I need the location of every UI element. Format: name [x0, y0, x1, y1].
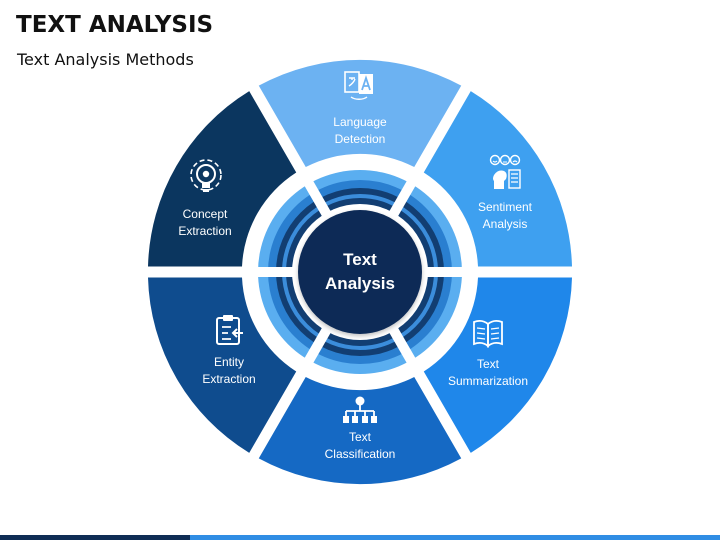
- page-subtitle: Text Analysis Methods: [17, 50, 194, 69]
- clipboard-icon: [216, 315, 243, 345]
- page-title: TEXT ANALYSIS: [16, 12, 214, 38]
- segment-label-entity-line1: Entity: [214, 355, 244, 369]
- center-label-line1: Text: [343, 250, 377, 269]
- lightbulb-gear-icon: [190, 159, 222, 192]
- segment-concept-extraction: [148, 91, 297, 267]
- bottom-bar-dark: [0, 535, 190, 540]
- segment-label-entity-line2: Extraction: [202, 372, 255, 386]
- segment-label-classification-line1: Text: [349, 430, 372, 444]
- center-label-line2: Analysis: [325, 274, 395, 293]
- inner-separator-4: [299, 324, 333, 372]
- bottom-bar-light: [190, 535, 720, 540]
- segment-language-detection: [258, 59, 462, 168]
- segment-text-summarization: [423, 277, 572, 453]
- segment-entity-extraction: [148, 277, 297, 453]
- center-circle: [298, 210, 422, 334]
- inner-separator-0: [299, 172, 333, 220]
- segment-label-summarization-line2: Summarization: [448, 374, 528, 388]
- translate-icon: [344, 71, 373, 100]
- inner-separator-1: [387, 172, 421, 220]
- segment-label-language-line1: Language: [333, 115, 387, 129]
- segment-text-classification: [258, 376, 462, 485]
- segment-label-language-line2: Detection: [335, 132, 386, 146]
- hierarchy-icon: [343, 396, 377, 423]
- inner-separator-3: [387, 324, 421, 372]
- segment-label-sentiment-line1: Sentiment: [478, 200, 533, 214]
- open-book-icon: [473, 319, 503, 348]
- segment-label-concept-line1: Concept: [183, 207, 228, 221]
- segment-label-summarization-line1: Text: [477, 357, 500, 371]
- segment-label-concept-line2: Extraction: [178, 224, 231, 238]
- segment-label-classification-line2: Classification: [325, 447, 396, 461]
- bottom-accent-bar: [0, 535, 720, 540]
- segment-label-sentiment-line2: Analysis: [483, 217, 528, 231]
- sentiment-face-icon: [489, 154, 521, 189]
